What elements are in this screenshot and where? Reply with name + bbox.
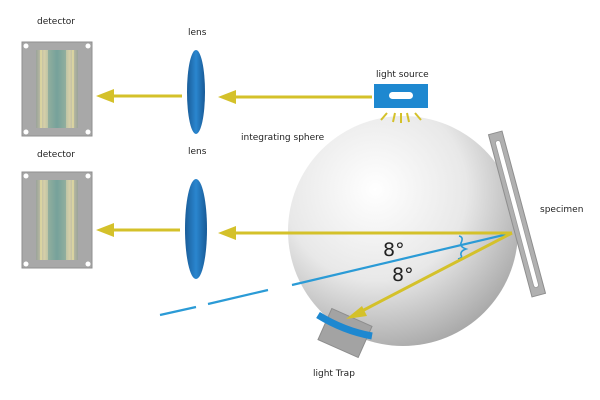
specimen-label: specimen	[540, 205, 584, 215]
detector-sensor-icon	[21, 41, 93, 137]
light-trap-label: light Trap	[313, 369, 355, 379]
lens-icon	[185, 179, 207, 279]
light-trap	[316, 307, 373, 359]
detector-sensor-icon	[21, 171, 93, 269]
light-source-label: light source	[376, 70, 429, 80]
integrating-sphere-label: integrating sphere	[241, 133, 325, 143]
specimen-plate	[487, 130, 547, 298]
lens-label-top: lens	[188, 28, 207, 38]
detector-label-top: detector	[37, 17, 75, 27]
lens-label-bottom: lens	[188, 147, 207, 157]
measurement-beam-top	[96, 89, 372, 104]
specular-normal-line	[159, 231, 513, 317]
integrating-sphere	[288, 116, 518, 346]
reflected-beam	[346, 231, 513, 319]
angle-label-incident: 8°	[383, 239, 405, 261]
lens-icon	[187, 50, 205, 134]
measurement-beam-bottom	[96, 223, 512, 240]
light-source-icon	[374, 84, 428, 123]
detector-label-bottom: detector	[37, 150, 75, 160]
angle-brace	[457, 235, 469, 260]
angle-label-reflected: 8°	[392, 264, 414, 286]
